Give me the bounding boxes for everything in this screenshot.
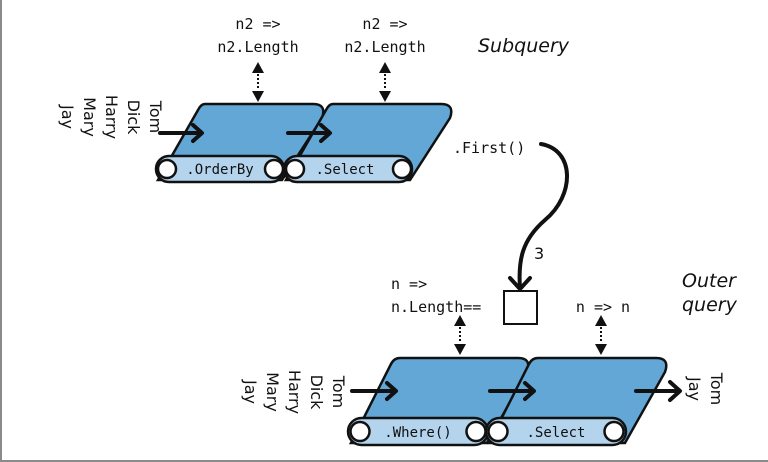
lambda-text: n2.Length bbox=[344, 38, 425, 56]
result-value: 3 bbox=[534, 244, 544, 263]
output-item: Tom bbox=[707, 372, 726, 405]
result-curve-arrow bbox=[517, 142, 569, 290]
dotted-double-arrow-icon bbox=[454, 315, 466, 355]
roller-icon bbox=[465, 420, 487, 443]
conveyor-orderby: .OrderBy bbox=[154, 102, 325, 184]
output-item: Jay bbox=[685, 376, 704, 401]
operator-label: .Select bbox=[315, 162, 374, 178]
lambda-text: n => bbox=[391, 275, 427, 293]
outer-query-title-line1: Outer bbox=[682, 270, 737, 292]
conveyor-band bbox=[484, 416, 628, 447]
conveyor-select: .Select bbox=[282, 102, 453, 184]
input-item: Dick bbox=[124, 100, 143, 136]
roller-icon bbox=[487, 420, 509, 443]
roller-icon bbox=[284, 158, 306, 180]
input-item: Harry bbox=[102, 95, 121, 139]
first-operator-label: .First() bbox=[453, 139, 525, 157]
subquery-title: Subquery bbox=[478, 35, 570, 57]
arrow-head-icon bbox=[508, 276, 532, 291]
flow-arrow-icon bbox=[158, 123, 204, 143]
roller-icon bbox=[603, 420, 625, 443]
flow-arrow-icon bbox=[286, 123, 332, 143]
dotted-double-arrow-icon bbox=[379, 62, 391, 102]
dotted-double-arrow-icon bbox=[252, 62, 264, 102]
lambda-text: n2 => bbox=[235, 15, 280, 33]
outer-input-list: Tom Dick Harry Mary Jay bbox=[241, 370, 348, 414]
flow-arrow-icon bbox=[350, 381, 398, 401]
lambda-text: n2.Length bbox=[217, 38, 298, 56]
roller-icon bbox=[263, 158, 285, 180]
operator-label: .Select bbox=[526, 425, 585, 441]
input-item: Dick bbox=[307, 375, 326, 411]
lambda-text: n2 => bbox=[362, 15, 407, 33]
input-item: Mary bbox=[80, 97, 99, 137]
conveyor-select-outer: .Select bbox=[484, 356, 668, 447]
input-item: Tom bbox=[329, 375, 348, 408]
lambda-text: n.Length== bbox=[391, 298, 481, 316]
output-arrow-icon bbox=[634, 380, 682, 402]
lambda-text: n => n bbox=[576, 298, 630, 316]
subquery-input-list: Tom Dick Harry Mary Jay bbox=[58, 95, 165, 139]
input-item: Tom bbox=[146, 100, 165, 133]
dotted-double-arrow-icon bbox=[595, 315, 607, 355]
input-item: Jay bbox=[241, 379, 260, 404]
input-item: Mary bbox=[263, 372, 282, 412]
flow-arrow-icon bbox=[488, 381, 536, 401]
operator-label: .Where() bbox=[384, 425, 451, 441]
roller-icon bbox=[156, 158, 178, 180]
input-item: Harry bbox=[285, 370, 304, 414]
roller-icon bbox=[391, 158, 413, 180]
result-placeholder-box bbox=[503, 290, 538, 325]
roller-icon bbox=[349, 420, 371, 443]
input-item: Jay bbox=[58, 104, 77, 129]
operator-label: .OrderBy bbox=[186, 162, 253, 178]
outer-output-list: Tom Jay bbox=[685, 372, 726, 405]
outer-query-title-line2: query bbox=[682, 294, 738, 316]
conveyor-where: .Where() bbox=[346, 356, 530, 447]
